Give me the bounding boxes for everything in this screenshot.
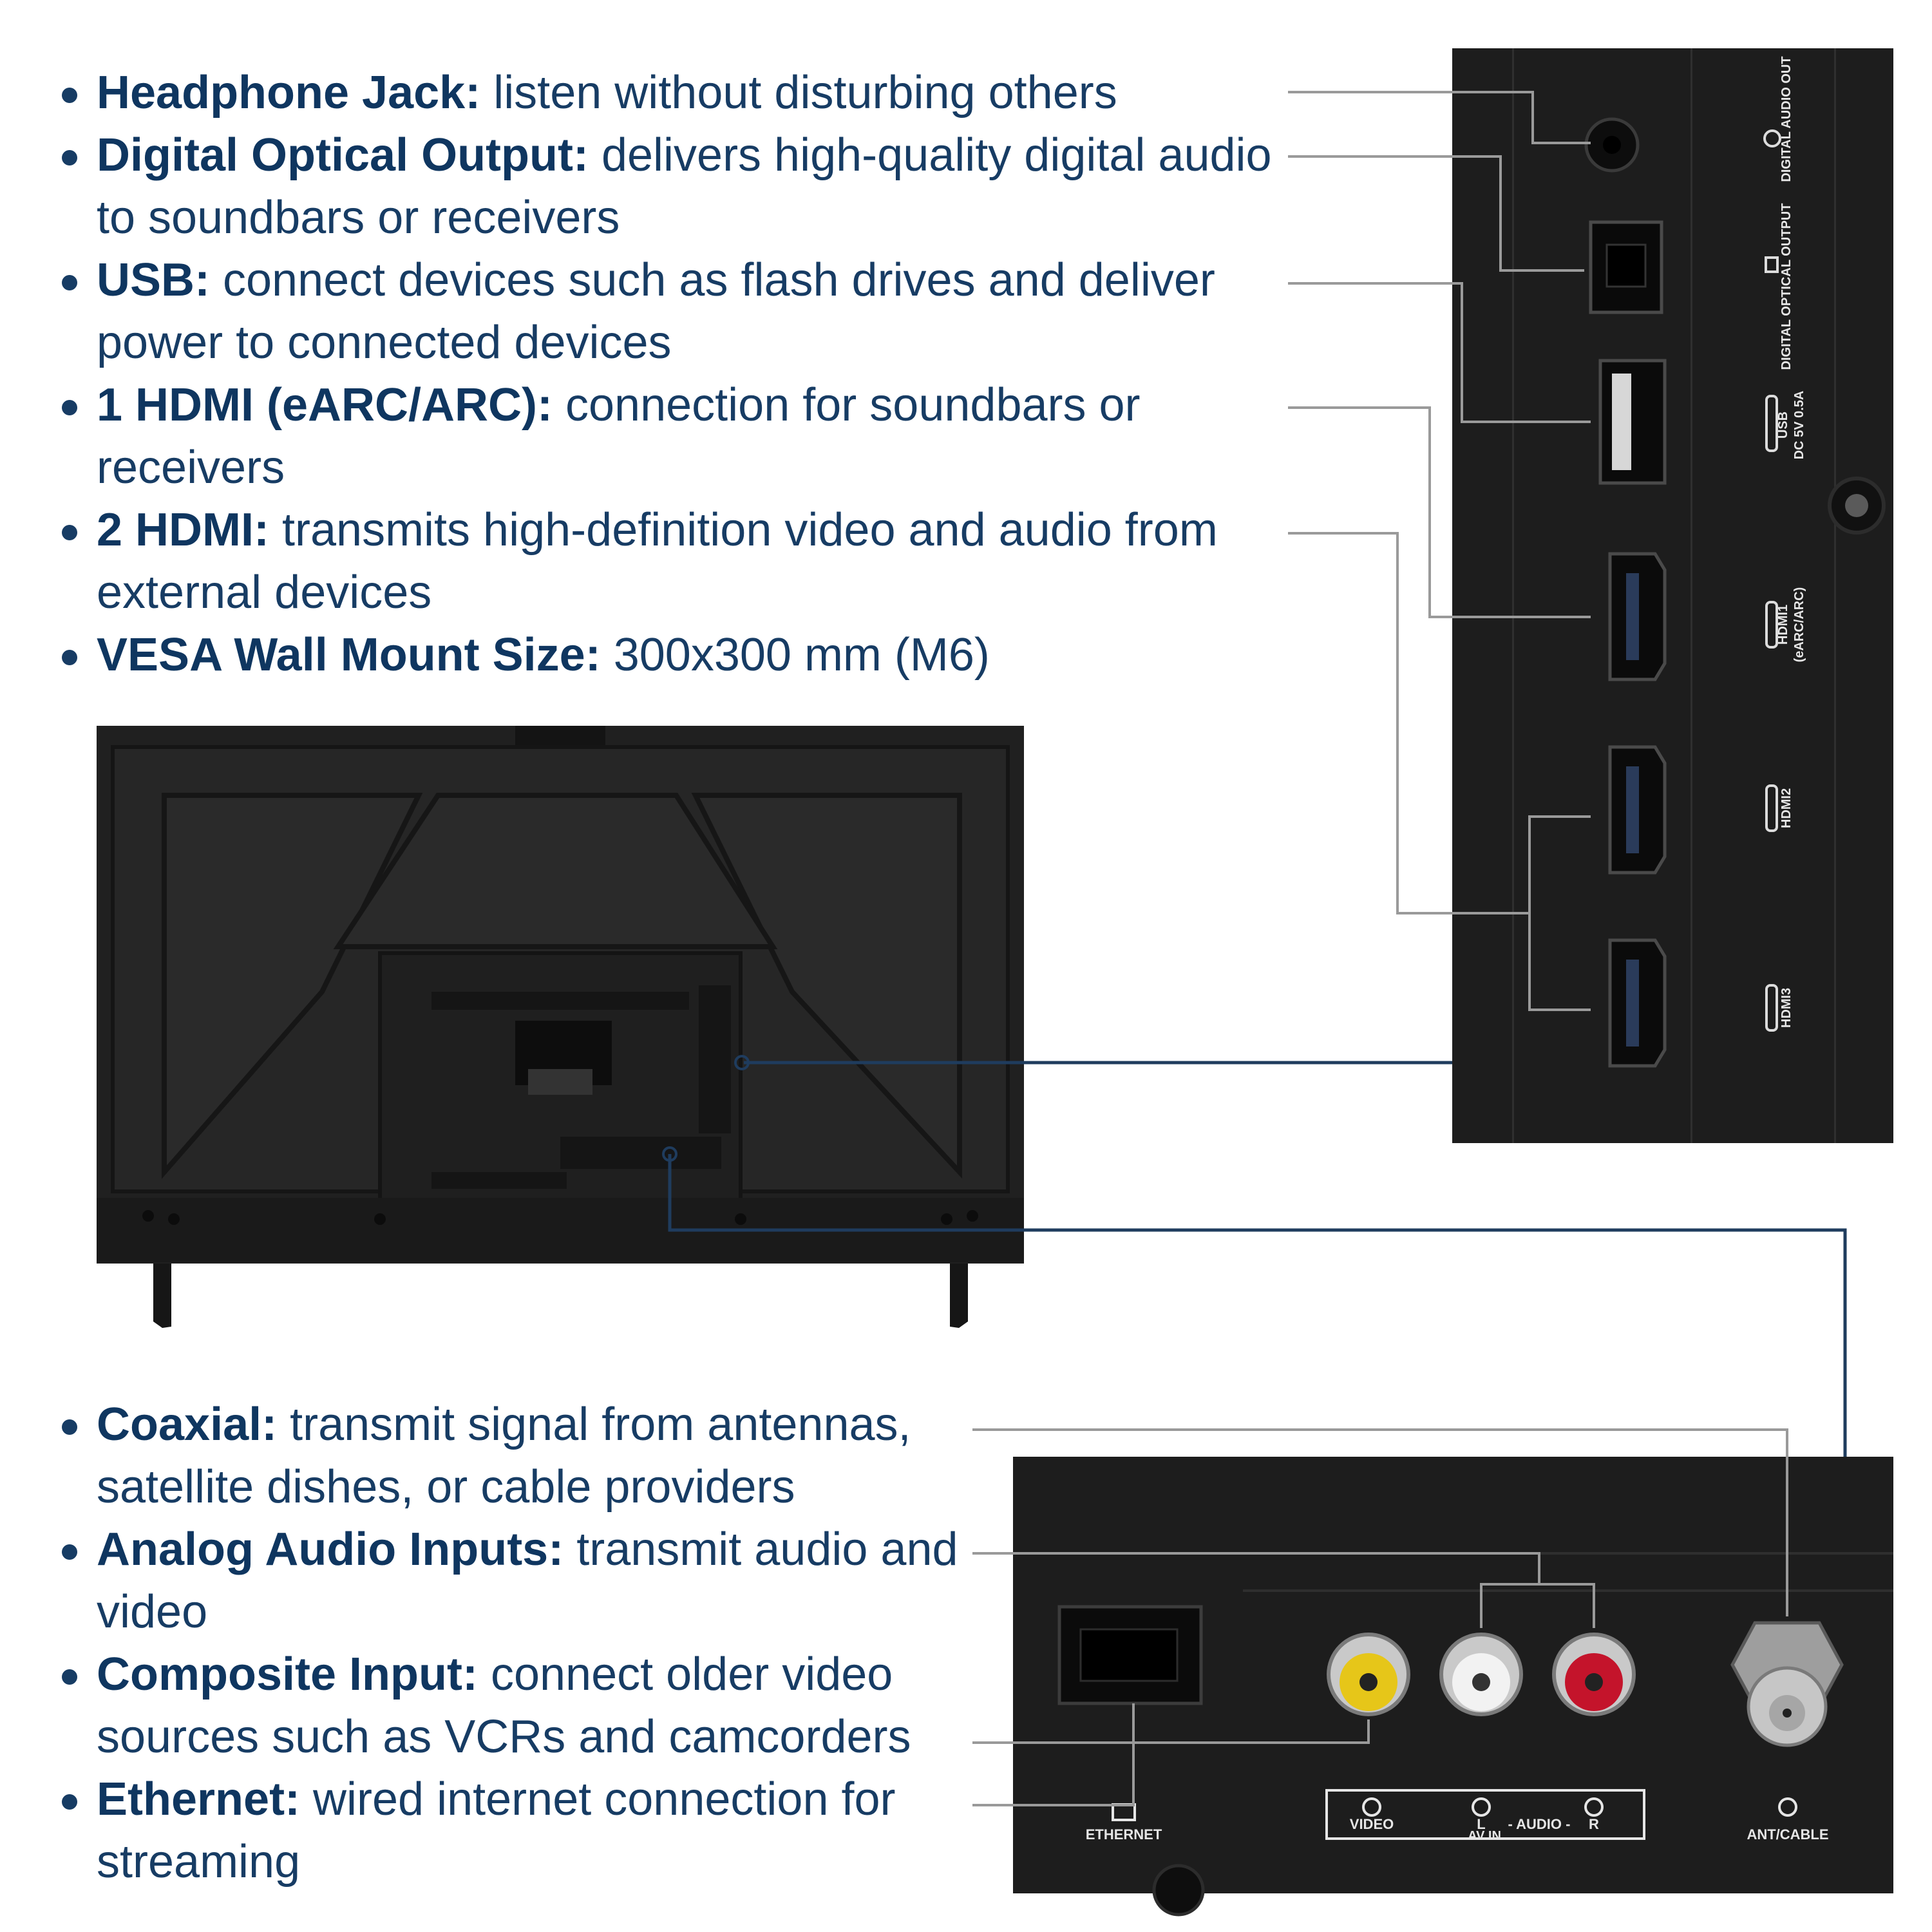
feature-desc: 300x300 mm (M6)	[600, 629, 990, 681]
tv-side-port-strip	[699, 985, 731, 1133]
label-hdmi2: HDMI2	[1779, 788, 1794, 828]
rca-video-jack	[1327, 1633, 1410, 1716]
connector-lines	[668, 1061, 1847, 1457]
feature-desc: wired internet connection for streaming	[97, 1774, 896, 1888]
label-usb-power: DC 5V 0.5A	[1792, 391, 1806, 460]
feature-desc: connect devices such as flash drives and…	[97, 254, 1215, 368]
hdmi1-icon	[1765, 601, 1778, 649]
audio-right-icon	[1584, 1797, 1604, 1817]
optical-port	[1589, 220, 1663, 314]
rca-audio-left-jack	[1439, 1633, 1523, 1716]
bottom-ports-marker	[662, 1146, 677, 1162]
side-port-panel: DIGITAL AUDIO OUT DIGITAL OPTICAL OUTPUT…	[1452, 48, 1893, 1143]
feature-composite: Composite Input: connect older video sou…	[58, 1643, 972, 1768]
feature-hdmi: 2 HDMI: transmits high-definition video …	[58, 499, 1282, 624]
label-r: R	[1589, 1816, 1599, 1832]
av-in-box	[1325, 1789, 1645, 1840]
feature-term: Composite Input:	[97, 1649, 478, 1700]
label-hdmi1: HDMI1	[1776, 605, 1790, 645]
hdmi3-port	[1608, 938, 1667, 1068]
tv-leg-right	[950, 1264, 968, 1328]
tv-rib-right	[691, 793, 962, 1179]
feature-hdmi-earc: 1 HDMI (eARC/ARC): connection for soundb…	[58, 374, 1282, 499]
feature-term: VESA Wall Mount Size:	[97, 629, 601, 681]
label-hdmi1-sub: (eARC/ARC)	[1792, 587, 1806, 663]
feature-term: Ethernet:	[97, 1774, 301, 1825]
bottom-screw	[1152, 1864, 1205, 1917]
tv-rib-top	[333, 793, 778, 949]
feature-term: 2 HDMI:	[97, 504, 269, 556]
feature-term: Coaxial:	[97, 1399, 278, 1450]
feature-desc: connection for soundbars or receivers	[97, 379, 1141, 493]
feature-ethernet: Ethernet: wired internet connection for …	[58, 1768, 972, 1893]
label-l: L	[1477, 1816, 1485, 1832]
tv-back-illustration	[97, 726, 1024, 1328]
feature-headphone-jack: Headphone Jack: listen without disturbin…	[58, 62, 1282, 124]
rca-audio-right-jack	[1552, 1633, 1636, 1716]
tv-leg-left	[153, 1264, 171, 1328]
feature-term: Digital Optical Output:	[97, 129, 589, 181]
feature-desc: listen without disturbing others	[480, 67, 1117, 118]
ant-cable-icon	[1778, 1797, 1797, 1817]
callout-lines	[972, 91, 1788, 1806]
feature-coaxial: Coaxial: transmit signal from antennas, …	[58, 1394, 972, 1519]
hdmi2-port	[1608, 745, 1667, 875]
label-digital-optical: DIGITAL OPTICAL OUTPUT	[1779, 204, 1794, 370]
feature-digital-optical: Digital Optical Output: delivers high-qu…	[58, 124, 1282, 249]
label-audio: - AUDIO -	[1508, 1816, 1571, 1832]
hdmi1-port	[1608, 552, 1667, 681]
audio-out-icon	[1763, 129, 1781, 147]
feature-desc: transmit signal from antennas, satellite…	[97, 1399, 911, 1513]
label-hdmi3: HDMI3	[1779, 988, 1794, 1028]
feature-term: USB:	[97, 254, 210, 306]
label-digital-audio-out: DIGITAL AUDIO OUT	[1779, 56, 1794, 182]
top-feature-list: Headphone Jack: listen without disturbin…	[58, 62, 1282, 687]
usb-port	[1598, 359, 1667, 485]
bottom-port-panel: ETHERNET VIDEO L - AUDIO - R AV IN ANT/C…	[1013, 1457, 1893, 1917]
feature-term: Headphone Jack:	[97, 67, 481, 118]
coax-connector	[1730, 1621, 1844, 1747]
audio-left-icon	[1472, 1797, 1491, 1817]
feature-usb: USB: connect devices such as flash drive…	[58, 249, 1282, 374]
tv-serial-label	[528, 1069, 592, 1095]
optical-icon	[1765, 256, 1779, 273]
feature-vesa: VESA Wall Mount Size: 300x300 mm (M6)	[58, 624, 1282, 687]
tv-vent-top	[431, 992, 689, 1010]
feature-desc: connect older video sources such as VCRs…	[97, 1649, 911, 1763]
feature-analog-audio: Analog Audio Inputs: transmit audio and …	[58, 1519, 972, 1643]
label-av-in: AV IN	[1468, 1829, 1501, 1843]
side-panel-bg	[1452, 48, 1893, 1143]
usb-icon	[1765, 395, 1778, 452]
hdmi3-icon	[1765, 984, 1778, 1032]
feature-desc: delivers high-quality digital audio to s…	[97, 129, 1272, 243]
label-ethernet: ETHERNET	[1086, 1826, 1162, 1842]
label-video: VIDEO	[1350, 1816, 1394, 1832]
tv-rib-left	[162, 793, 423, 1179]
feature-term: 1 HDMI (eARC/ARC):	[97, 379, 553, 431]
hdmi2-icon	[1765, 784, 1778, 832]
feature-term: Analog Audio Inputs:	[97, 1524, 564, 1575]
tv-vent-bottom	[431, 1172, 567, 1189]
label-ant-cable: ANT/CABLE	[1747, 1826, 1828, 1842]
bottom-feature-list: Coaxial: transmit signal from antennas, …	[58, 1394, 972, 1893]
feature-desc: transmits high-definition video and audi…	[97, 504, 1218, 618]
label-usb: USB	[1776, 412, 1790, 439]
side-ports-marker	[734, 1055, 750, 1070]
video-icon	[1362, 1797, 1381, 1817]
tv-bottom-port-strip	[560, 1137, 721, 1169]
feature-desc: transmit audio and video	[97, 1524, 958, 1638]
